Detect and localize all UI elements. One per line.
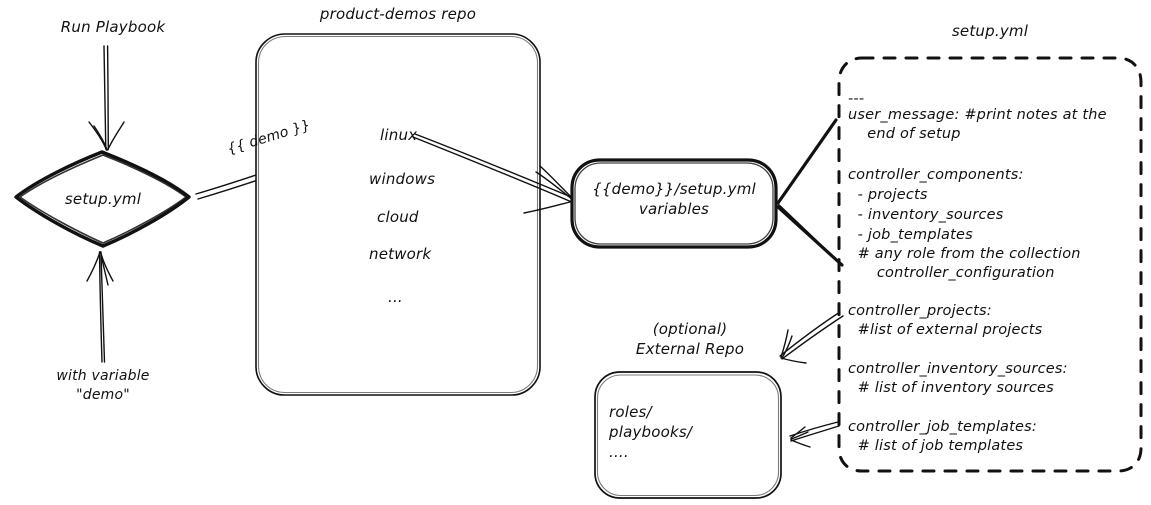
panel-block-user-message-line2: end of setup <box>848 126 961 142</box>
external-repo-item-ellipsis: .... <box>609 443 629 461</box>
external-repo-title-line2: External Repo <box>635 340 745 358</box>
panel-block-controller-projects-line2: #list of external projects <box>848 322 1043 338</box>
panel-block-controller-components-line1: controller_components: <box>848 167 1024 183</box>
arrow-job-templates-to-external-repo <box>789 421 840 448</box>
with-variable-value-label: "demo" <box>76 387 130 403</box>
setup-diamond-label[interactable]: setup.yml <box>64 190 142 208</box>
panel-block-controller-projects-line1: controller_projects: <box>848 303 992 319</box>
arrow-with-variable <box>86 251 114 363</box>
with-variable-label: with variable <box>56 368 150 384</box>
arrow-projects-to-external-repo <box>779 311 844 364</box>
repo-item-ellipsis: ... <box>388 288 403 306</box>
panel-block-controller-inventory-sources-line2: # list of inventory sources <box>848 380 1054 396</box>
panel-block-controller-components-line6: controller_configuration <box>848 265 1055 281</box>
repo-item-linux: linux <box>380 126 418 144</box>
repo-item-network: network <box>369 245 432 263</box>
setup-panel-border <box>837 56 1143 473</box>
panel-block-controller-inventory-sources-line1: controller_inventory_sources: <box>848 361 1068 377</box>
external-repo-title-line1: (optional) <box>652 320 728 338</box>
panel-block-doc-start: --- <box>848 91 865 107</box>
node-demo-vars-shape-inner <box>574 162 774 245</box>
panel-block-controller-job-templates-line2: # list of job templates <box>848 438 1024 454</box>
connector-demo-vars-to-setup-panel <box>776 118 844 267</box>
repo-item-windows: windows <box>369 170 436 188</box>
panel-block-controller-components-line4: - job_templates <box>848 227 973 243</box>
external-repo-box-shape <box>594 371 782 499</box>
repo-title-label: product-demos repo <box>319 5 477 23</box>
repo-box-shape <box>255 33 541 396</box>
node-setup-diamond-shape-second-stroke <box>19 154 187 244</box>
demo-vars-line2[interactable]: variables <box>638 200 710 218</box>
external-repo-item-playbooks: playbooks/ <box>609 423 693 441</box>
panel-block-controller-components-line2: - projects <box>848 187 928 203</box>
panel-block-controller-job-templates-line1: controller_job_templates: <box>848 419 1037 435</box>
repo-item-cloud: cloud <box>377 208 419 226</box>
external-repo-item-roles: roles/ <box>609 403 652 421</box>
node-demo-vars-shape <box>570 158 778 249</box>
demo-vars-line1[interactable]: {{demo}}/setup.yml <box>592 180 756 198</box>
panel-block-user-message-line1: user_message: #print notes at the <box>848 107 1107 123</box>
panel-block-controller-components-line3: - inventory_sources <box>848 207 1004 223</box>
setup-panel-title: setup.yml <box>951 22 1029 40</box>
panel-block-controller-components-line5: # any role from the collection <box>848 246 1081 262</box>
arrow-run-playbook <box>88 45 125 151</box>
run-playbook-label: Run Playbook <box>60 18 166 36</box>
